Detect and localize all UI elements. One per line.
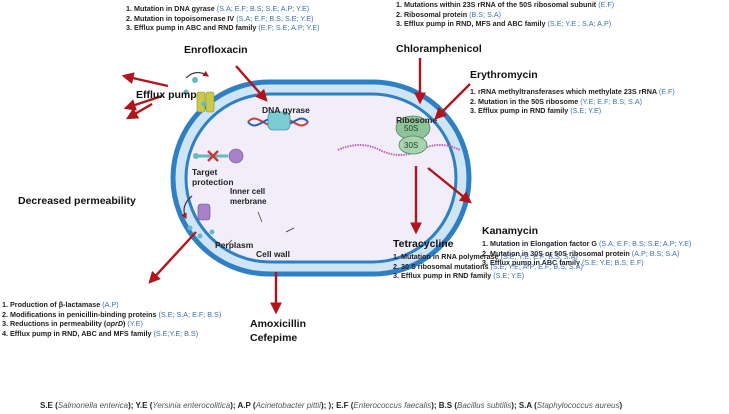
porin-icon — [181, 195, 215, 239]
list-item: 3. Efflux pump in ABC family (S.E; Y.E; … — [482, 258, 644, 268]
enrofloxacin-title: Enrofloxacin — [184, 44, 248, 56]
amoxicillin-mechanisms: 1. Production of β-lactamase (A.P) 2. Mo… — [2, 300, 221, 338]
efflux-arrow-2 — [123, 94, 163, 111]
cefepime-title: Cefepime — [250, 332, 298, 344]
list-item: 3. Efflux pump in RND family (S.E; Y.E) — [470, 106, 602, 116]
efflux-arrow-1 — [121, 72, 169, 88]
amoxicillin-title: Amoxicillin — [250, 318, 307, 330]
target-protection-icon — [193, 148, 244, 164]
kanamycin-arrow — [427, 167, 472, 204]
list-item: 2. Ribosomal protein (B.S; S.A) — [396, 9, 502, 19]
bacterial-cell — [170, 79, 472, 277]
legend-item: Y.E (Yersinia enterocolitica); — [135, 401, 238, 410]
list-item: 2. Modifications in penicillin-binding p… — [2, 309, 222, 319]
cell-wall-label: Cell wall — [256, 249, 291, 259]
dna-gyrase-icon — [247, 111, 309, 131]
erythromycin-mechanisms: 1. rRNA methyltransferases which methyla… — [470, 87, 675, 116]
list-item: 2. 30 S ribosomal mutations (S.E; Y.E; A… — [393, 261, 583, 271]
kanamycin-mechanisms: 1. Mutation in Elongation factor G (S.A;… — [482, 239, 691, 268]
legend-item: S.A (Staphylococcus aureus) — [518, 401, 623, 410]
ribosome-label: Ribosome — [396, 115, 438, 125]
dna-gyrase-label: DNA gyrase — [262, 105, 310, 115]
list-item: 3. Efflux pump in RND family (S.E; Y.E) — [393, 271, 525, 281]
list-item: 3. Reductions in permeability (oprD) (Y.… — [2, 319, 143, 329]
list-item: 3. Efflux pump in ABC and RND family (E.… — [126, 23, 320, 33]
list-item: 1. rRNA methyltransferases which methyla… — [470, 87, 675, 96]
decreased-permeability-label: Decreased permeability — [18, 195, 136, 207]
pointer-lines — [225, 211, 295, 247]
tetracycline-title: Tetracycline — [393, 238, 454, 250]
list-item: 1. Mutation in Elongation factor G (S.A;… — [482, 239, 692, 248]
tetracycline-mechanisms: 1. Mutation in RNA polymerase (S.E; Y.E;… — [393, 252, 583, 281]
list-item: 1. Mutation in RNA polymerase (S.E; Y.E;… — [393, 252, 578, 261]
legend-item: B.S (Bacillus subtilis); — [438, 401, 519, 410]
antibiotic-arrows — [121, 58, 472, 315]
inner-membrane-label: Inner cell merbrane — [230, 187, 267, 206]
erythromycin-arrow — [434, 83, 471, 120]
list-item: 4. Efflux pump in RND, ABC and MFS famil… — [2, 328, 199, 338]
ribosome-50s-label: 50S — [404, 124, 419, 133]
periplasm-label: Perplasm — [215, 240, 254, 250]
legend-item: S.E (Salmonella enterica); — [40, 401, 136, 410]
efflux-pump-label: Efflux pump — [136, 89, 197, 101]
kanamycin-title: Kanamycin — [482, 225, 539, 237]
inner-membrane-shape — [184, 92, 458, 264]
enrofloxacin-arrow — [235, 65, 268, 102]
efflux-pump-icon — [183, 70, 215, 113]
chloramphenicol-title: Chloramphenicol — [396, 43, 482, 55]
organism-legend: S.E (Salmonella enterica); Y.E (Yersinia… — [40, 401, 622, 410]
erythromycin-title: Erythromycin — [470, 69, 538, 81]
chloramphenicol-mechanisms: 1. Mutations within 23S rRNA of the 50S … — [396, 0, 614, 29]
permeability-arrow — [148, 231, 197, 284]
ribosome-icon — [337, 115, 461, 156]
enrofloxacin-mechanisms: 1. Mutation in DNA gyrase (S.A; E.F; B.S… — [126, 4, 320, 33]
legend-item: E.F (Enterococcus faecalis); — [336, 401, 439, 410]
target-protection-label: Target protection — [192, 167, 234, 187]
ribosome-30s-label: 30S — [404, 141, 419, 150]
list-item: 3. Efflux pump in RND, MFS and ABC famil… — [396, 19, 612, 29]
list-item: 2. Mutation in topoisomerase IV (S.A; E.… — [126, 13, 314, 23]
list-item: 1. Mutation in DNA gyrase (S.A; E.F; B.S… — [126, 4, 310, 13]
list-item: 2. Mutation in the 50S ribosome (Y.E; E.… — [470, 96, 643, 106]
list-item: 2. Mutation in 30S or 50S ribosomal prot… — [482, 248, 680, 258]
efflux-arrow-3 — [125, 102, 153, 120]
legend-item: A.P (Acinetobacter pittii); ); — [237, 401, 337, 410]
list-item: 1. Mutations within 23S rRNA of the 50S … — [396, 0, 615, 9]
list-item: 1. Production of β-lactamase (A.P) — [2, 300, 119, 309]
